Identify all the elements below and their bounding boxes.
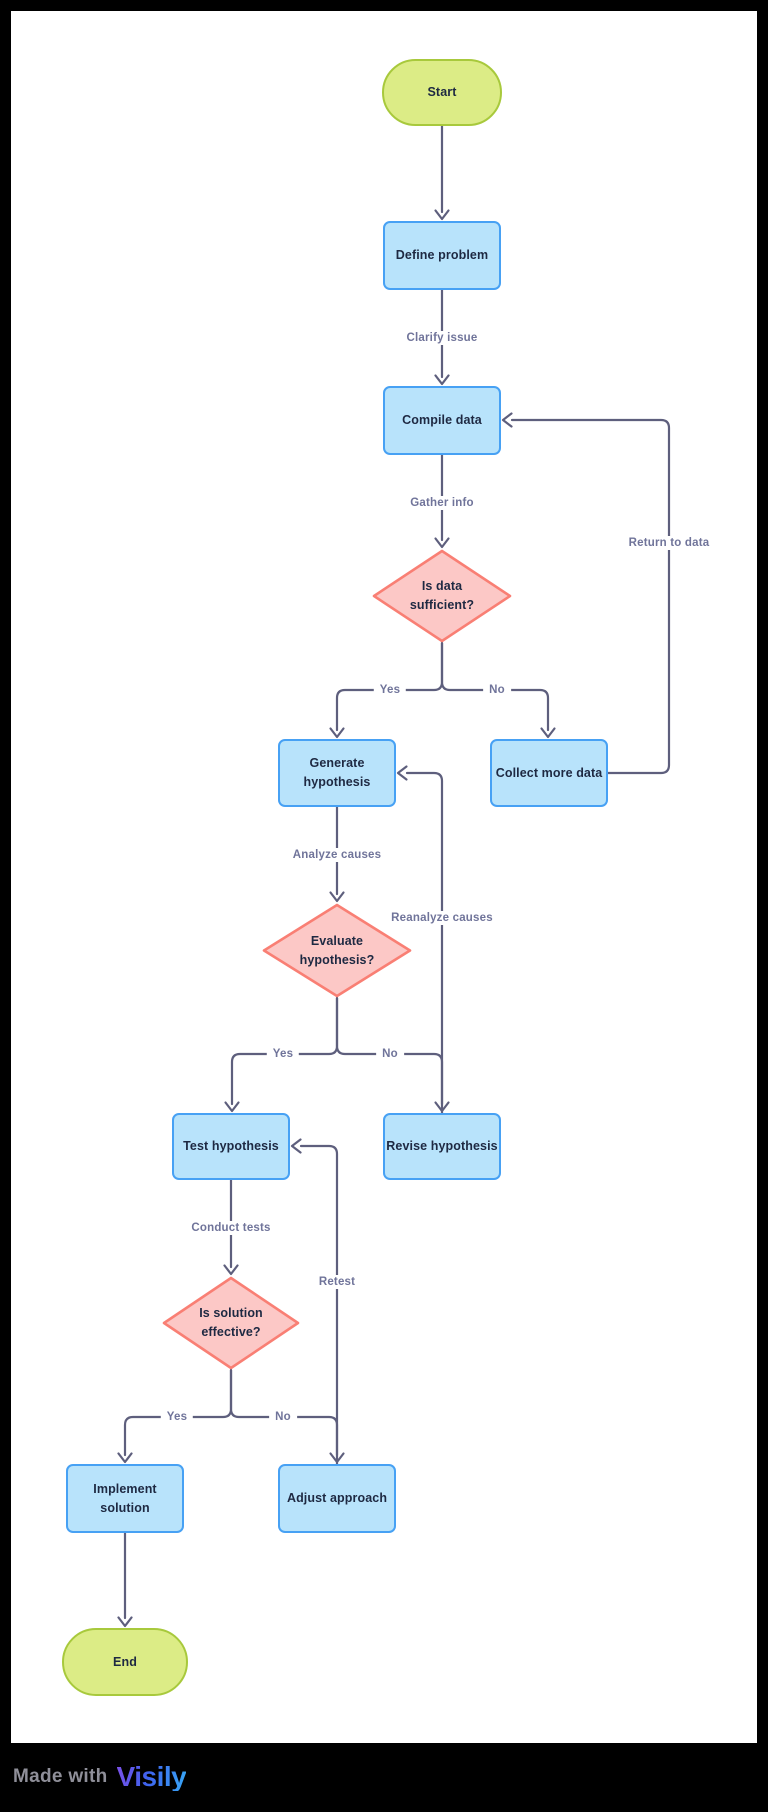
node-define-problem: Define problem bbox=[383, 221, 501, 290]
diamond-shape bbox=[162, 1276, 300, 1370]
node-generate-hypothesis: Generate hypothesis bbox=[278, 739, 396, 807]
node-end: End bbox=[62, 1628, 188, 1696]
node-compile-data-label: Compile data bbox=[402, 413, 482, 428]
edge-label-no-2: No bbox=[376, 1047, 404, 1061]
visily-logo: Visily bbox=[116, 1761, 187, 1792]
edge-label-yes-1: Yes bbox=[373, 683, 407, 697]
node-implement-solution-label: Implement solution bbox=[93, 1481, 157, 1515]
edge-label-yes-2: Yes bbox=[266, 1047, 300, 1061]
node-adjust-approach-label: Adjust approach bbox=[286, 1491, 388, 1506]
node-is-solution-effective: Is solution effective? bbox=[162, 1276, 300, 1370]
made-with-text: Made with bbox=[13, 1766, 108, 1787]
node-test-hypothesis-label: Test hypothesis bbox=[183, 1139, 279, 1154]
node-start-label: Start bbox=[427, 85, 457, 100]
node-end-label: End bbox=[113, 1654, 137, 1669]
node-is-data-sufficient: Is data sufficient? bbox=[372, 549, 512, 643]
node-define-problem-label: Define problem bbox=[395, 248, 489, 263]
node-revise-hypothesis: Revise hypothesis bbox=[383, 1113, 501, 1180]
edge-label-gather-info: Gather info bbox=[404, 496, 480, 510]
edge-label-return-to-data: Return to data bbox=[622, 536, 716, 550]
node-is-solution-effective-label: Is solution effective? bbox=[199, 1306, 263, 1339]
node-revise-hypothesis-label: Revise hypothesis bbox=[386, 1139, 498, 1154]
edge-label-no-3: No bbox=[269, 1410, 297, 1424]
watermark-footer: Made with Visily bbox=[13, 1742, 187, 1812]
edge-label-reanalyze-causes: Reanalyze causes bbox=[385, 911, 499, 925]
node-start: Start bbox=[382, 59, 502, 126]
edge-label-no-1: No bbox=[483, 683, 511, 697]
node-is-data-sufficient-label: Is data sufficient? bbox=[409, 579, 475, 612]
node-test-hypothesis: Test hypothesis bbox=[172, 1113, 290, 1180]
node-compile-data: Compile data bbox=[383, 386, 501, 455]
edge-label-conduct-tests: Conduct tests bbox=[185, 1221, 277, 1235]
diamond-shape bbox=[262, 903, 412, 998]
node-generate-hypothesis-label: Generate hypothesis bbox=[303, 756, 371, 789]
edge-label-retest: Retest bbox=[312, 1275, 362, 1289]
node-adjust-approach: Adjust approach bbox=[278, 1464, 396, 1533]
node-implement-solution: Implement solution bbox=[66, 1464, 184, 1533]
edge-label-yes-3: Yes bbox=[160, 1410, 194, 1424]
node-evaluate-hypothesis: Evaluate hypothesis? bbox=[262, 903, 412, 998]
node-collect-more-data: Collect more data bbox=[490, 739, 608, 807]
edge-label-analyze-causes: Analyze causes bbox=[286, 848, 388, 862]
edge-label-clarify-issue: Clarify issue bbox=[400, 331, 484, 345]
diamond-shape bbox=[372, 549, 512, 643]
node-collect-more-data-label: Collect more data bbox=[495, 765, 603, 780]
node-evaluate-hypothesis-label: Evaluate hypothesis? bbox=[299, 933, 375, 967]
